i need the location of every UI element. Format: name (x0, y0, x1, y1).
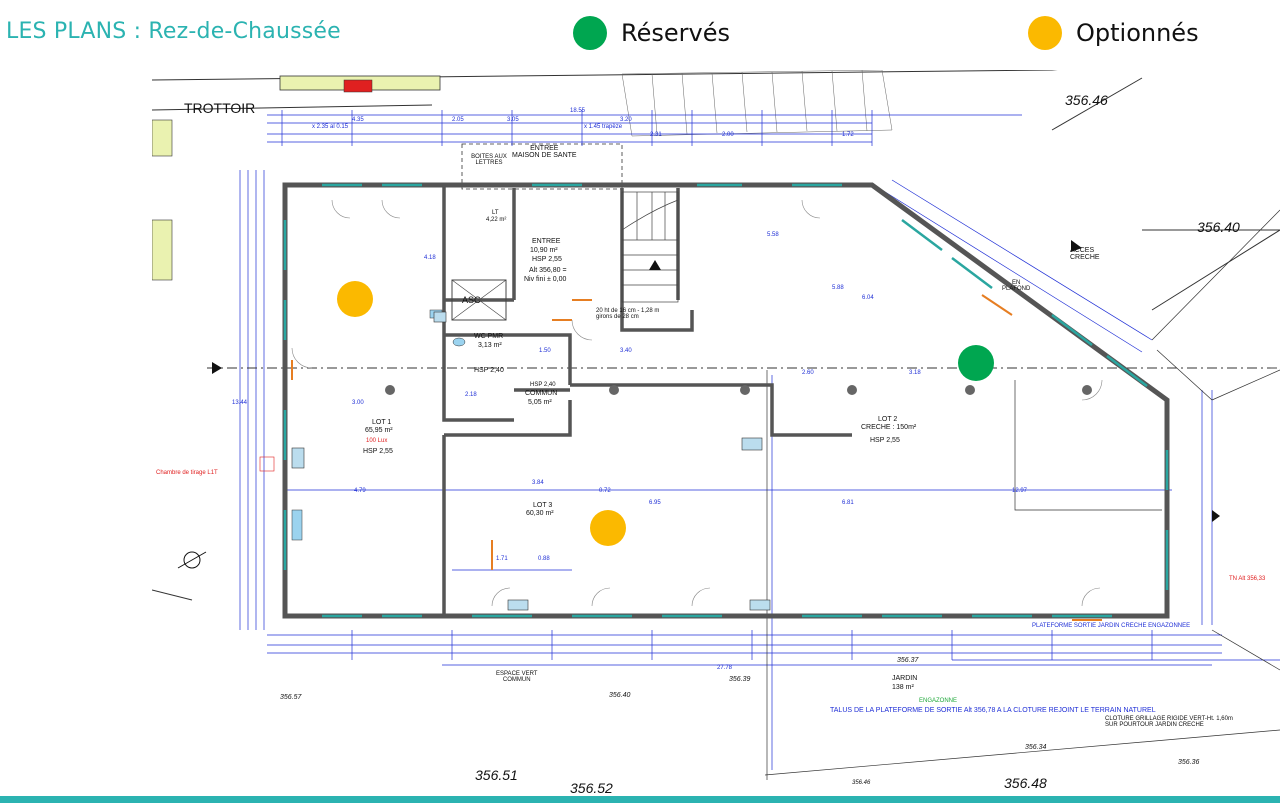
page-title: LES PLANS : Rez-de-Chaussée (6, 19, 341, 44)
dim-20: 4.18 (424, 255, 436, 261)
lot2-name: LOT 2 (878, 416, 898, 423)
stair-note: 20 ht de 16 cm - 1,28 m girons de 28 cm (596, 308, 660, 320)
alt-label-1: 356.46 (1065, 92, 1108, 108)
dim-top-2: 2.05 (452, 117, 464, 123)
reserved-swatch (573, 16, 607, 50)
alt-label-9: 356.48 (1004, 775, 1047, 791)
dim-12: 3.18 (909, 370, 921, 376)
entree-maison-label: ENTREE MAISON DE SANTE (512, 145, 577, 159)
jardin-area: 138 m² (892, 684, 914, 691)
dim-top-1: 4.35 (352, 117, 364, 123)
dim-top-5: 3.20 (620, 117, 632, 123)
optioned-label: Optionnés (1076, 19, 1199, 47)
commun-name: COMMUN (525, 390, 558, 397)
entree-area: 10,90 m² (530, 247, 558, 254)
lot2-hsp: HSP 2,55 (870, 437, 900, 444)
talus-label: TALUS DE LA PLATEFORME DE SORTIE Alt 356… (830, 707, 1156, 714)
dim-top-7: 2.00 (722, 132, 734, 138)
alt-label-4: 356.39 (729, 676, 751, 683)
espace-vert-label: ESPACE VERT COMMUN (496, 671, 538, 683)
dim-22: 3.40 (620, 348, 632, 354)
commun-hsp: HSP 2,40 (530, 382, 556, 388)
floor-plan: TROTTOIR 356.46 356.40 356.37 356.39 356… (152, 70, 1280, 796)
tn-alt-label: TN Alt 356,33 (1229, 576, 1266, 582)
dim-top-4: 18.55 (570, 108, 586, 114)
dim-4: 4.79 (354, 488, 366, 494)
lot3-name: LOT 3 (533, 502, 553, 509)
chambre-label: Chambre de tirage L1T (156, 470, 218, 476)
dim-top-6: 2.31 (650, 132, 662, 138)
lot1-name: LOT 1 (372, 419, 392, 426)
commun-area: 5,05 m² (528, 399, 552, 406)
dim-8: 13.44 (232, 400, 248, 406)
legend-reserved: Réservés (573, 16, 730, 50)
dim-21: 1.50 (539, 348, 551, 354)
cloture-label: CLOTURE GRILLAGE RIGIDE VERT-Ht. 1,60m S… (1105, 716, 1233, 728)
wc-name: WC PMR (474, 333, 504, 340)
dim-10: 6.81 (842, 500, 854, 506)
alt-label-3: 356.37 (897, 657, 919, 664)
alt-label-6: 356.57 (280, 694, 302, 701)
dim-13: 1.71 (496, 556, 508, 562)
dim-top-8: 1.72 (842, 132, 854, 138)
lot1-status-dot (337, 281, 373, 317)
alt-label-8: 356.52 (570, 780, 613, 796)
dim-11: 2.60 (802, 370, 814, 376)
lot3-area: 60,30 m² (526, 510, 554, 517)
boites-label: BOITES AUX LETTRES (471, 154, 507, 166)
dim-9: 6.95 (649, 500, 661, 506)
dim-1: x 2.35 al 0.15 (312, 124, 349, 130)
jardin-name: JARDIN (892, 675, 918, 682)
dim-2: x 1.45 trapèze (584, 124, 623, 130)
trottoir-label: TROTTOIR (184, 100, 256, 116)
optioned-swatch (1028, 16, 1062, 50)
dim-17: 5.58 (767, 232, 779, 238)
lot1-lux: 100 Lux (366, 438, 388, 444)
alt-label-10: 356.34 (1025, 744, 1047, 751)
alt-label-11: 356.36 (1178, 759, 1200, 766)
alt-label-5: 356.40 (609, 692, 631, 699)
entree-hsp: HSP 2,55 (532, 256, 562, 263)
floor-plan-drawing (152, 70, 1280, 780)
wc-hsp: HSP 2,40 (474, 367, 504, 374)
asc-label: ASC (462, 295, 481, 305)
dim-5: 0.72 (599, 488, 611, 494)
entree-niv: Niv fini ± 0,00 (524, 276, 567, 283)
entree-name: ENTREE (532, 238, 561, 245)
dim-top-3: 3.05 (507, 117, 519, 123)
lot2-desc: CRECHE : 150m² (861, 424, 917, 431)
dim-7: 27.78 (717, 665, 733, 671)
dim-19: 6.04 (862, 295, 874, 301)
alt-label-12: 356.46 (852, 780, 871, 786)
lt-name: LT (492, 210, 499, 216)
plateforme-label: PLATEFORME SORTIE JARDIN CRECHE ENGAZONN… (1032, 623, 1191, 629)
alt-label-7: 356.51 (475, 767, 518, 783)
legend-optioned: Optionnés (1028, 16, 1199, 50)
reserved-label: Réservés (621, 19, 730, 47)
entree-alt: Alt 356,80 = (529, 267, 567, 274)
lot1-hsp: HSP 2,55 (363, 448, 393, 455)
lot1-area: 65,95 m² (365, 427, 393, 434)
dim-3: 3.00 (352, 400, 364, 406)
wc-area: 3,13 m² (478, 342, 502, 349)
dim-6: 12.97 (1012, 488, 1028, 494)
lt-area: 4,22 m² (486, 217, 507, 223)
dim-14: 0.88 (538, 556, 550, 562)
lot2-status-dot (958, 345, 994, 381)
dim-15: 2.18 (465, 392, 477, 398)
acces-creche-label: ACCES CRECHE (1070, 247, 1100, 261)
lot3-status-dot (590, 510, 626, 546)
dim-16: 3.84 (532, 480, 544, 486)
bottom-accent-bar (0, 796, 1280, 803)
engazonne-label: ENGAZONNE (919, 698, 958, 704)
dim-18: 5.88 (832, 285, 844, 291)
alt-label-2: 356.40 (1197, 219, 1240, 235)
en-plafond-label: EN PLAFOND (1002, 280, 1031, 292)
